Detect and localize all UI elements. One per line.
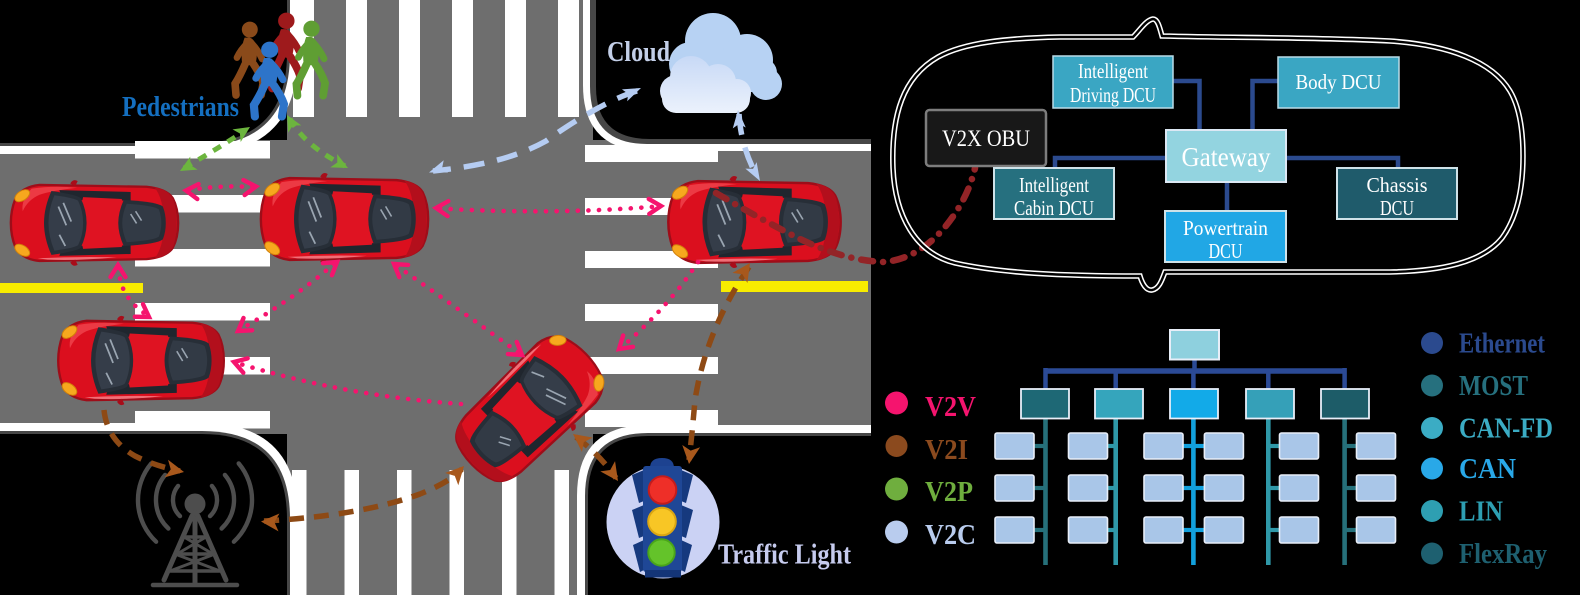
svg-text:CAN-FD: CAN-FD: [1459, 414, 1553, 445]
svg-text:DCU: DCU: [1209, 239, 1243, 263]
svg-text:Ethernet: Ethernet: [1459, 329, 1546, 360]
svg-text:Driving DCU: Driving DCU: [1070, 83, 1156, 107]
svg-text:DCU: DCU: [1380, 196, 1414, 220]
svg-text:Traffic Light: Traffic Light: [718, 540, 852, 571]
svg-text:Pedestrians: Pedestrians: [122, 92, 239, 123]
svg-text:Intelligent: Intelligent: [1019, 173, 1089, 197]
svg-text:V2P: V2P: [925, 476, 973, 508]
svg-text:V2I: V2I: [925, 434, 968, 466]
svg-text:Intelligent: Intelligent: [1078, 59, 1148, 83]
svg-text:MOST: MOST: [1459, 371, 1528, 402]
svg-text:V2X OBU: V2X OBU: [942, 126, 1030, 151]
svg-text:FlexRay: FlexRay: [1459, 539, 1547, 570]
svg-text:Gateway: Gateway: [1182, 141, 1271, 172]
svg-text:Cloud: Cloud: [607, 36, 670, 68]
svg-text:Chassis: Chassis: [1367, 173, 1428, 197]
svg-text:Body DCU: Body DCU: [1296, 70, 1382, 94]
svg-text:V2V: V2V: [925, 391, 976, 423]
svg-text:Powertrain: Powertrain: [1183, 216, 1268, 240]
svg-text:LIN: LIN: [1459, 497, 1503, 528]
svg-text:CAN: CAN: [1459, 454, 1516, 485]
svg-text:Cabin DCU: Cabin DCU: [1014, 196, 1094, 220]
svg-text:V2C: V2C: [925, 519, 976, 551]
